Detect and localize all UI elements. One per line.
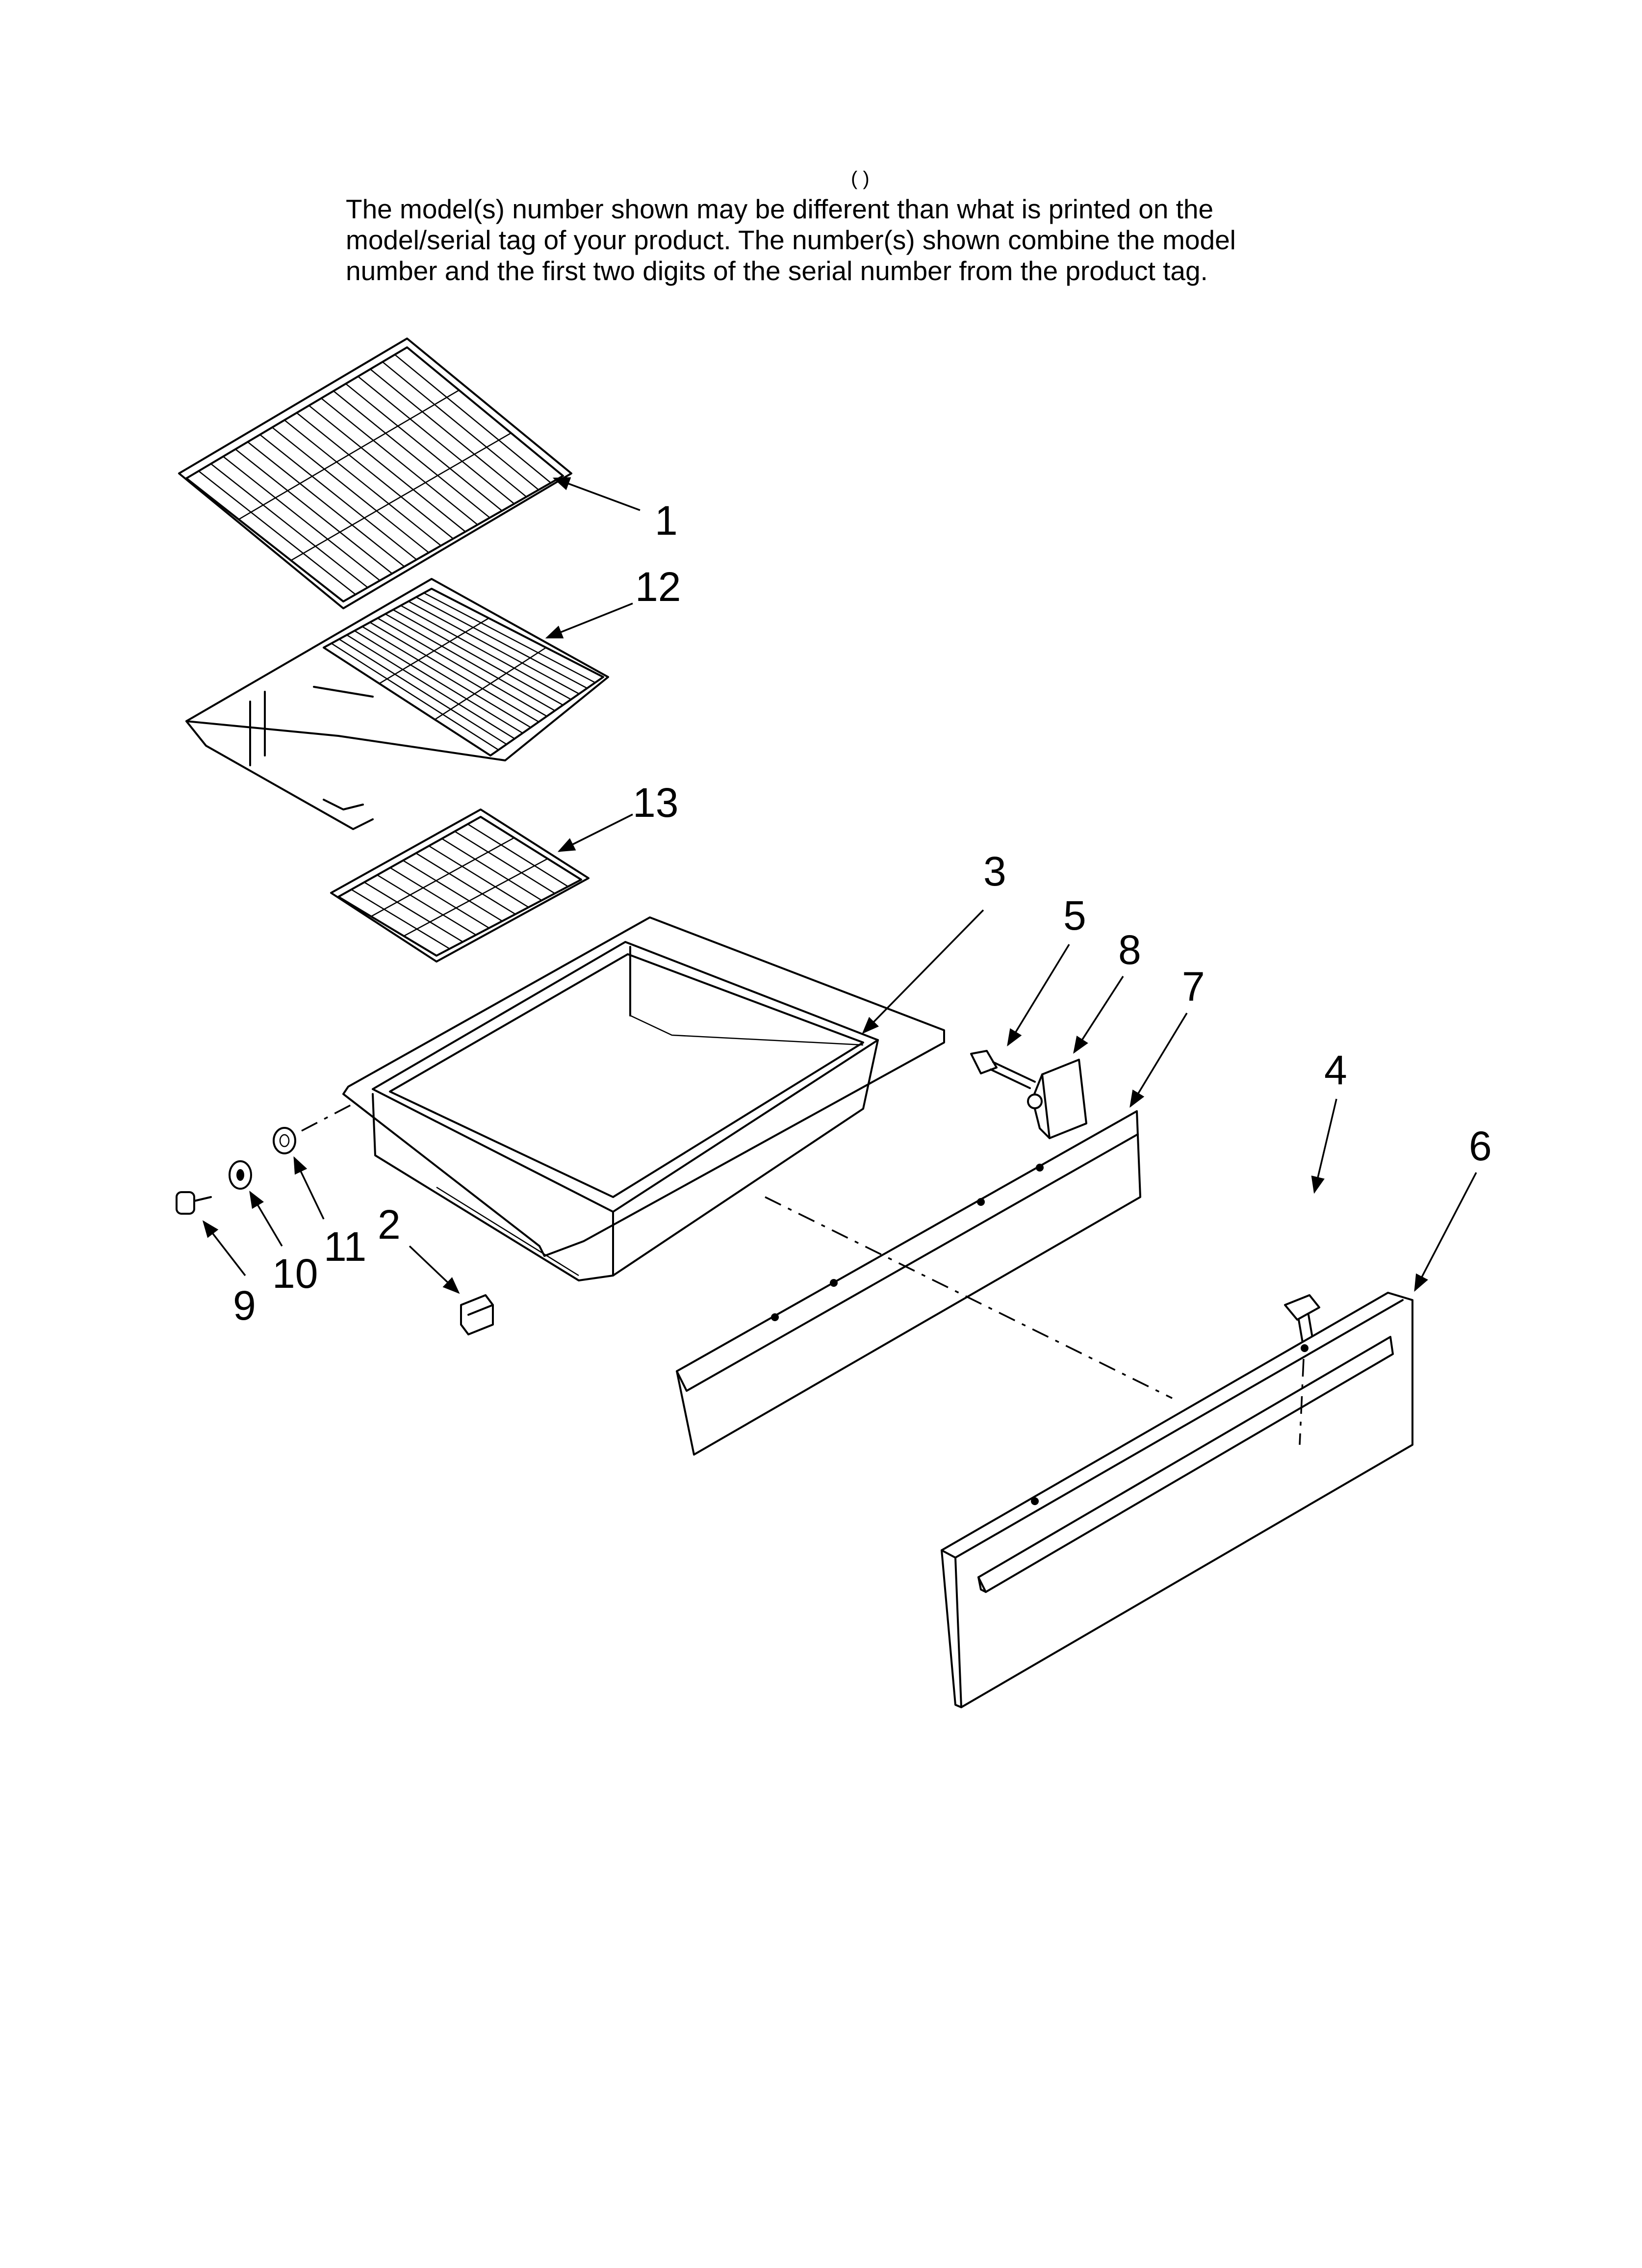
rack-extension-bars — [331, 592, 596, 751]
rack-bar — [369, 622, 539, 723]
rack-bar — [434, 647, 547, 720]
rack-bar — [338, 638, 507, 745]
rack-bar — [247, 441, 405, 567]
callout-6: 6 — [1469, 1123, 1492, 1169]
disclaimer-line-3: number and the first two digits of the s… — [346, 256, 1208, 286]
rack-bar — [441, 838, 542, 901]
callout-13: 13 — [633, 780, 678, 826]
rack-bar — [428, 845, 529, 908]
rack-bar — [371, 837, 514, 917]
drawer-bracket — [1027, 1059, 1087, 1139]
leader-1 — [552, 477, 641, 511]
rack-bar — [351, 889, 450, 949]
drawer-bolt — [970, 1050, 1036, 1089]
callout-7: 7 — [1182, 964, 1205, 1010]
disclaimer-line-2: model/serial tag of your product. The nu… — [346, 225, 1236, 255]
leader-9 — [202, 1220, 246, 1277]
callout-1: 1 — [655, 497, 678, 544]
leader-13 — [557, 813, 633, 852]
rack-bar — [370, 368, 527, 497]
callout-9: 9 — [233, 1282, 256, 1329]
rack-large-bars — [198, 354, 551, 595]
rack-bar — [333, 391, 490, 519]
leader-11 — [293, 1156, 325, 1220]
rack-bar — [308, 405, 466, 532]
rack-bar — [379, 617, 489, 684]
rack-bar — [377, 874, 477, 936]
callout-5: 5 — [1063, 892, 1086, 938]
disclaimer-text: ( ) The model(s) number shown may be dif… — [346, 168, 1425, 287]
rack-bar — [408, 600, 580, 695]
rack-bar — [467, 823, 568, 887]
leader-6 — [1414, 1172, 1477, 1292]
centerline-drawer — [765, 1196, 1173, 1399]
rack-bar — [321, 397, 478, 525]
rack-bar — [361, 626, 531, 728]
roller-spacer — [273, 1127, 296, 1154]
leader-4 — [1311, 1098, 1337, 1194]
rack-bar — [377, 617, 547, 717]
callout-11: 11 — [324, 1224, 366, 1270]
callout-3: 3 — [983, 848, 1006, 894]
rack-bar — [382, 361, 539, 491]
rack-bar — [385, 613, 556, 711]
rack-bar — [415, 597, 588, 689]
rack-bar — [290, 432, 512, 561]
rack-bar — [403, 858, 548, 937]
rack-bar — [238, 390, 460, 520]
drawer-front — [941, 1292, 1413, 1708]
rack-bar — [454, 831, 556, 894]
rack-small-bars — [351, 823, 568, 949]
leader-10 — [249, 1190, 283, 1247]
oven-rack-large — [178, 338, 572, 609]
callout-8: 8 — [1118, 927, 1141, 973]
rack-bar — [423, 592, 596, 683]
disclaimer-line-1: The model(s) number shown may be differe… — [346, 194, 1214, 224]
rack-bar — [346, 634, 515, 739]
leader-3 — [862, 909, 984, 1034]
drawer-front-panel — [676, 1110, 1141, 1456]
centerline-roller — [301, 1103, 354, 1132]
oven-rack-small — [330, 808, 590, 963]
callout-10: 10 — [272, 1251, 318, 1297]
rack-bar — [296, 412, 454, 539]
leader-7 — [1129, 1013, 1188, 1108]
rack-bar — [210, 463, 368, 588]
rack-bar — [389, 867, 489, 929]
rack-bar — [235, 448, 393, 574]
rack-bar — [400, 605, 571, 700]
rack-bar — [392, 609, 564, 706]
roller-bolt — [176, 1191, 212, 1215]
rack-bar — [354, 630, 523, 734]
rack-bar — [259, 434, 417, 560]
callout-2: 2 — [378, 1201, 401, 1248]
rack-bar — [364, 882, 463, 942]
centerline-screw — [1299, 1358, 1305, 1445]
leader-2 — [409, 1245, 460, 1294]
oven-rack-extension — [185, 578, 609, 830]
rack-bar — [223, 456, 381, 581]
drawer-pan — [342, 916, 945, 1281]
callout-4: 4 — [1324, 1047, 1347, 1093]
leader-12 — [545, 602, 633, 639]
leader-8 — [1073, 976, 1124, 1054]
rack-bar — [272, 427, 430, 553]
rack-bar — [198, 470, 356, 595]
rack-bar — [415, 853, 516, 915]
rack-bar — [331, 643, 499, 751]
leader-5 — [1007, 944, 1070, 1046]
rack-bar — [345, 383, 503, 512]
rack-bar — [284, 419, 441, 547]
callout-12: 12 — [635, 564, 681, 610]
drawer-pad — [460, 1294, 494, 1335]
rack-bar — [358, 376, 515, 504]
header-fragment: ( ) — [851, 168, 870, 189]
rack-bar — [394, 354, 551, 484]
roller-wheel — [229, 1160, 252, 1190]
rack-bar — [403, 860, 503, 922]
